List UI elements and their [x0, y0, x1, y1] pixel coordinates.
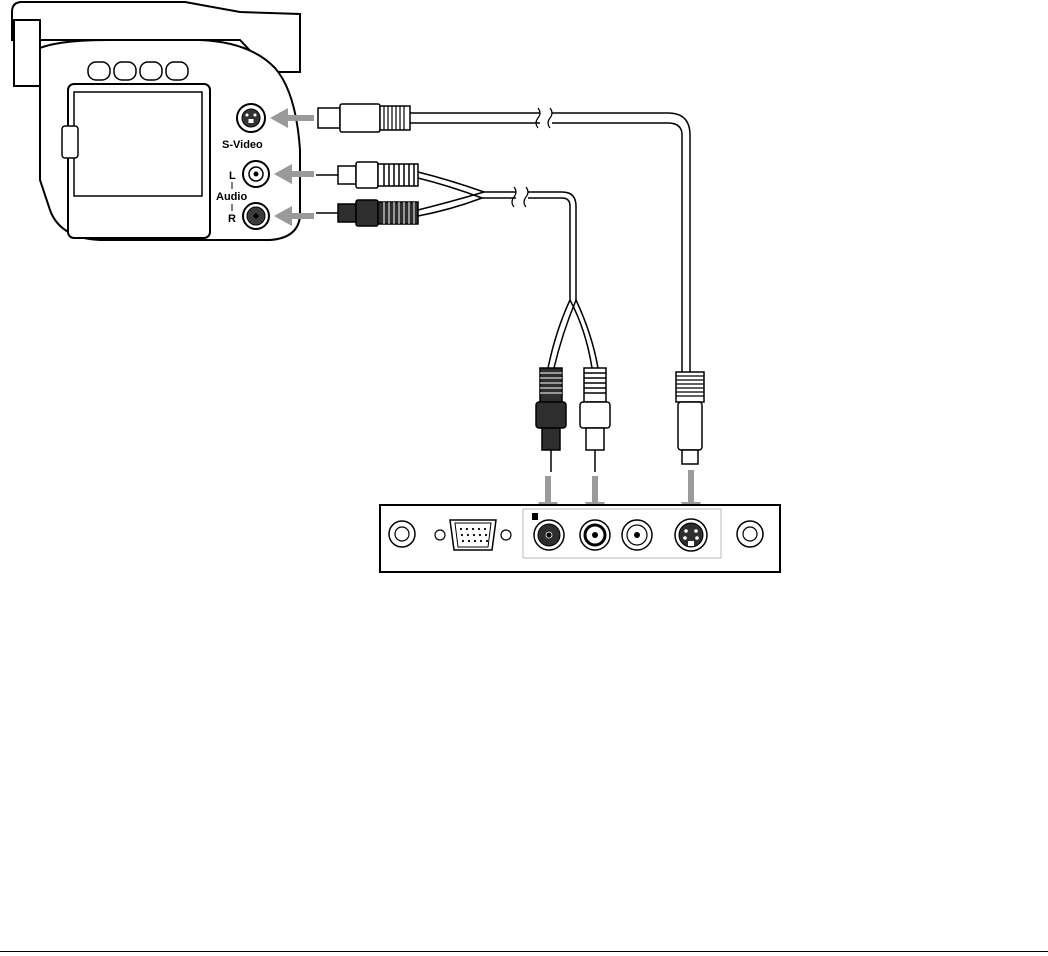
audio-right-label: R	[228, 213, 236, 225]
svideo-plug-camcorder	[318, 104, 410, 132]
svideo-plug-projector	[676, 372, 704, 464]
camcorder-button-4	[166, 62, 188, 80]
rca-plug-white-camcorder	[316, 162, 418, 188]
audio-left-label: L	[229, 170, 236, 182]
svideo-cable	[410, 108, 690, 372]
camcorder-latch	[62, 126, 78, 158]
camcorder-audio-left-jack	[243, 161, 269, 187]
camcorder-grip	[14, 20, 40, 86]
footer-rule	[0, 951, 1048, 952]
projector-port-left	[389, 521, 415, 547]
camcorder-svideo-jack	[237, 104, 265, 132]
audio-label: Audio	[216, 191, 247, 203]
svideo-label: S-Video	[222, 139, 263, 151]
projector-svideo-jack	[675, 519, 707, 551]
projector-audio-left-jack	[580, 520, 610, 550]
rca-plug-black-projector	[536, 368, 566, 472]
projector-audio-right-jack	[534, 520, 564, 550]
camcorder-lcd-screen	[74, 92, 202, 196]
projector-audio-marker	[532, 513, 538, 520]
camcorder-button-3	[140, 62, 162, 80]
projector-video-jack	[622, 520, 652, 550]
audio-cable	[418, 172, 598, 368]
projector-panel	[380, 505, 780, 572]
rca-plug-black-camcorder	[316, 200, 418, 226]
projector-port-right	[737, 521, 763, 547]
rca-plug-white-projector	[580, 368, 610, 472]
camcorder-button-2	[114, 62, 136, 80]
camcorder-button-1	[88, 62, 110, 80]
camcorder-audio-right-jack	[243, 203, 269, 229]
